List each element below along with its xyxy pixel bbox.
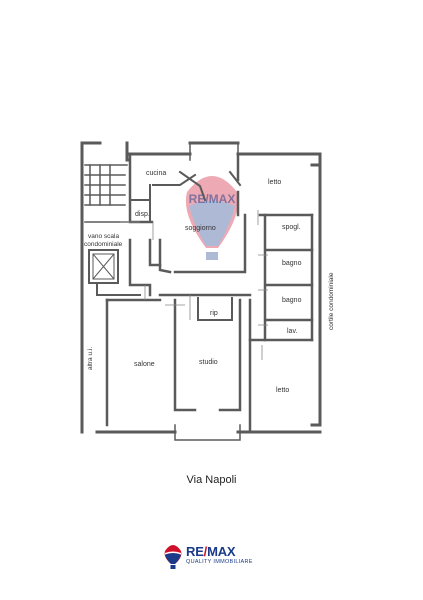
room-label-disp: disp. [135, 211, 150, 218]
logo-wordmark: RE/MAX [186, 544, 236, 559]
balloon-icon [164, 545, 182, 569]
room-label-bagno-2: bagno [282, 297, 302, 304]
label-vano-scala-2: condominiale [84, 241, 123, 248]
logo-subtitle: QUALITY IMMOBILIARE [186, 559, 253, 565]
logo-slash: / [203, 544, 208, 559]
room-label-studio: studio [199, 359, 218, 366]
room-label-lav: lav. [287, 328, 297, 335]
door-marks [120, 210, 268, 360]
caption-address: Via Napoli [186, 474, 237, 486]
logo-brand-b: MAX [207, 544, 236, 559]
room-label-bagno-1: bagno [282, 260, 302, 267]
walls [80, 141, 322, 441]
room-label-spogl: spogl. [282, 224, 301, 231]
watermark-text: RE/MAX [189, 192, 236, 206]
room-label-letto-bottom: letto [276, 387, 289, 394]
label-altra-ui: altra u.i. [87, 347, 94, 370]
logo-brand-a: RE [186, 544, 204, 559]
remax-logo: RE/MAX QUALITY IMMOBILIARE [162, 542, 262, 572]
label-vano-scala-1: vano scala [88, 233, 119, 240]
room-label-salone: salone [134, 361, 155, 368]
room-label-cucina: cucina [146, 170, 166, 177]
watermark-balloon [185, 176, 239, 260]
room-label-letto-top: letto [268, 179, 281, 186]
room-label-rip: rip [210, 310, 218, 317]
room-label-soggiorno: soggiorno [185, 225, 216, 232]
label-cortile: cortile condominiale [328, 272, 335, 330]
